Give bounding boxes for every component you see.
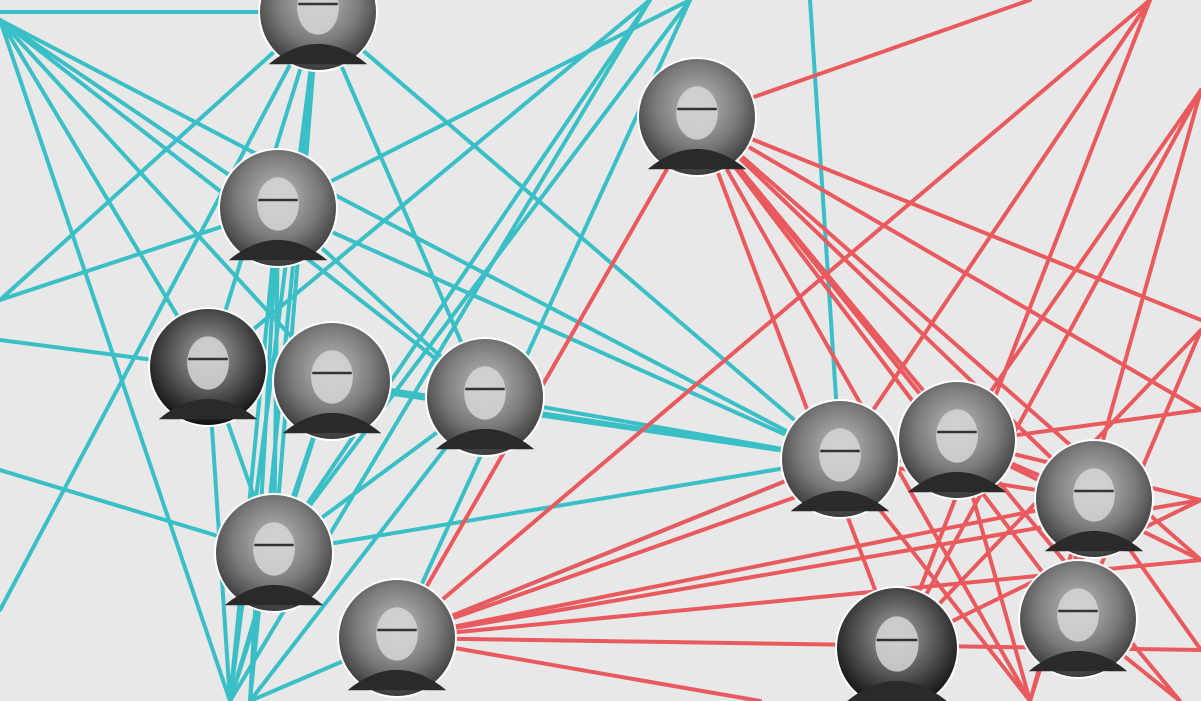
node-layer bbox=[148, 0, 1154, 701]
node-a1 bbox=[258, 0, 378, 72]
person-portrait-icon bbox=[376, 607, 418, 661]
group-a-link-4 bbox=[0, 18, 842, 461]
person-portrait-icon bbox=[1057, 588, 1099, 642]
group-a-link-7 bbox=[0, 10, 320, 302]
group-b-link-12 bbox=[838, 0, 1152, 461]
group-a-link-32 bbox=[272, 457, 842, 555]
shoulders-shape bbox=[1044, 530, 1144, 552]
node-b6 bbox=[835, 586, 959, 701]
group-a-link-22 bbox=[228, 206, 280, 701]
person-portrait-icon bbox=[819, 428, 861, 482]
node-a2 bbox=[218, 148, 338, 268]
node-a3 bbox=[148, 307, 268, 427]
node-a4 bbox=[272, 321, 392, 441]
shoulders-shape bbox=[268, 43, 368, 65]
shoulders-shape bbox=[907, 471, 1007, 493]
shoulders-shape bbox=[790, 490, 890, 512]
node-b1 bbox=[637, 57, 757, 177]
group-a-link-31 bbox=[483, 395, 842, 461]
node-a5 bbox=[425, 337, 545, 457]
group-a-link-2 bbox=[0, 18, 210, 369]
group-a-link-5 bbox=[0, 18, 232, 701]
person-portrait-icon bbox=[1073, 468, 1115, 522]
person-portrait-icon bbox=[311, 350, 353, 404]
group-b-link-20 bbox=[395, 636, 762, 701]
person-portrait-icon bbox=[676, 86, 718, 140]
group-b-link-9 bbox=[695, 115, 1080, 621]
shoulders-shape bbox=[158, 398, 258, 420]
shoulders-shape bbox=[647, 148, 747, 170]
node-b2 bbox=[780, 399, 900, 519]
person-portrait-icon bbox=[187, 336, 229, 390]
shoulders-shape bbox=[847, 681, 947, 701]
group-b-link-17 bbox=[395, 457, 842, 640]
group-b-link-13 bbox=[895, 0, 1152, 650]
person-portrait-icon bbox=[257, 177, 299, 231]
node-a7 bbox=[337, 578, 457, 698]
person-portrait-icon bbox=[875, 616, 919, 672]
shoulders-shape bbox=[228, 239, 328, 261]
group-b-link-1 bbox=[695, 115, 1201, 322]
group-b-link-16 bbox=[895, 88, 1201, 650]
group-b-link-14 bbox=[955, 88, 1201, 442]
group-a-link-36 bbox=[272, 0, 692, 555]
group-a-link-11 bbox=[0, 10, 320, 612]
shoulders-shape bbox=[435, 428, 535, 450]
node-a6 bbox=[214, 493, 334, 613]
group-b-link-19 bbox=[395, 497, 1096, 640]
person-portrait-icon bbox=[464, 366, 506, 420]
shoulders-shape bbox=[347, 669, 447, 691]
shoulders-shape bbox=[282, 412, 382, 434]
group-a-link-35 bbox=[206, 0, 652, 369]
person-portrait-icon bbox=[297, 0, 339, 35]
node-b5 bbox=[1018, 559, 1138, 679]
shoulders-shape bbox=[224, 584, 324, 606]
node-b3 bbox=[897, 380, 1017, 500]
person-portrait-icon bbox=[253, 522, 295, 576]
group-a-link-16 bbox=[316, 10, 842, 461]
group-b-link-2 bbox=[695, 115, 1201, 412]
group-a-link-21 bbox=[276, 206, 842, 461]
group-b-link-3 bbox=[395, 115, 699, 640]
shoulders-shape bbox=[1028, 650, 1128, 672]
group-a-link-34 bbox=[272, 0, 652, 555]
group-a-link-39 bbox=[276, 0, 692, 210]
group-b-link-11 bbox=[395, 0, 1152, 640]
person-portrait-icon bbox=[936, 409, 978, 463]
node-b4 bbox=[1034, 439, 1154, 559]
